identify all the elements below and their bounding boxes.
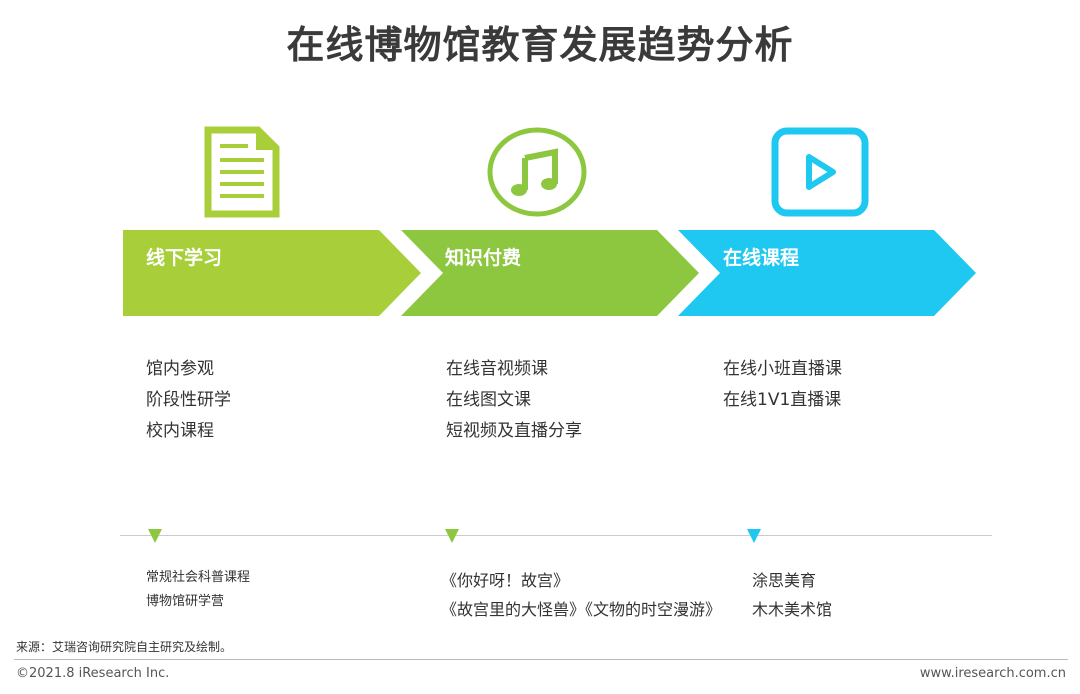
timeline-marker xyxy=(148,529,162,543)
list-item: 校内课程 xyxy=(146,421,214,441)
document-icon xyxy=(204,126,280,218)
timeline-marker xyxy=(445,529,459,543)
example-item: 常规社会科普课程 xyxy=(146,570,251,585)
stage-items-online-course: 在线小班直播课 在线1V1直播课 xyxy=(723,354,842,416)
example-item: 《故宫里的大怪兽》《文物的时空漫游》 xyxy=(441,600,722,619)
list-item: 在线小班直播课 xyxy=(723,359,842,379)
list-item: 阶段性研学 xyxy=(146,390,231,410)
page-title: 在线博物馆教育发展趋势分析 xyxy=(286,23,794,67)
music-note-icon xyxy=(487,126,587,218)
stage-label: 知识付费 xyxy=(445,247,522,269)
example-item: 博物馆研学营 xyxy=(146,594,225,609)
stage-examples-paid-knowledge: 《你好呀！故宫》 《故宫里的大怪兽》《文物的时空漫游》 xyxy=(441,566,721,624)
list-item: 馆内参观 xyxy=(146,359,214,379)
play-button-icon xyxy=(771,127,869,217)
list-item: 在线音视频课 xyxy=(446,359,548,379)
example-item: 木木美术馆 xyxy=(752,600,833,619)
stage-examples-offline: 常规社会科普课程 博物馆研学营 xyxy=(146,566,250,614)
timeline-marker xyxy=(747,529,761,543)
list-item: 在线图文课 xyxy=(446,390,531,410)
copyright: ©2021.8 iResearch Inc. xyxy=(16,666,170,681)
footer-divider xyxy=(14,659,1068,660)
website-url: www.iresearch.com.cn xyxy=(919,666,1066,681)
example-item: 《你好呀！故宫》 xyxy=(441,571,570,590)
stage-examples-online-course: 涂思美育 木木美术馆 xyxy=(752,566,832,624)
list-item: 短视频及直播分享 xyxy=(446,421,582,441)
source-note: 来源：艾瑞咨询研究院自主研究及绘制。 xyxy=(16,640,233,654)
stage-label: 线下学习 xyxy=(146,247,223,269)
stage-arrow-paid-knowledge: 知识付费 xyxy=(401,230,701,316)
stage-label: 在线课程 xyxy=(723,247,800,269)
stage-items-offline: 馆内参观 阶段性研学 校内课程 xyxy=(146,354,231,447)
stage-arrow-online-course: 在线课程 xyxy=(678,230,978,316)
list-item: 在线1V1直播课 xyxy=(723,390,842,410)
timeline-line xyxy=(120,535,992,536)
example-item: 涂思美育 xyxy=(752,571,817,590)
stage-arrow-offline: 线下学习 xyxy=(123,230,423,316)
stage-items-paid-knowledge: 在线音视频课 在线图文课 短视频及直播分享 xyxy=(446,354,582,447)
